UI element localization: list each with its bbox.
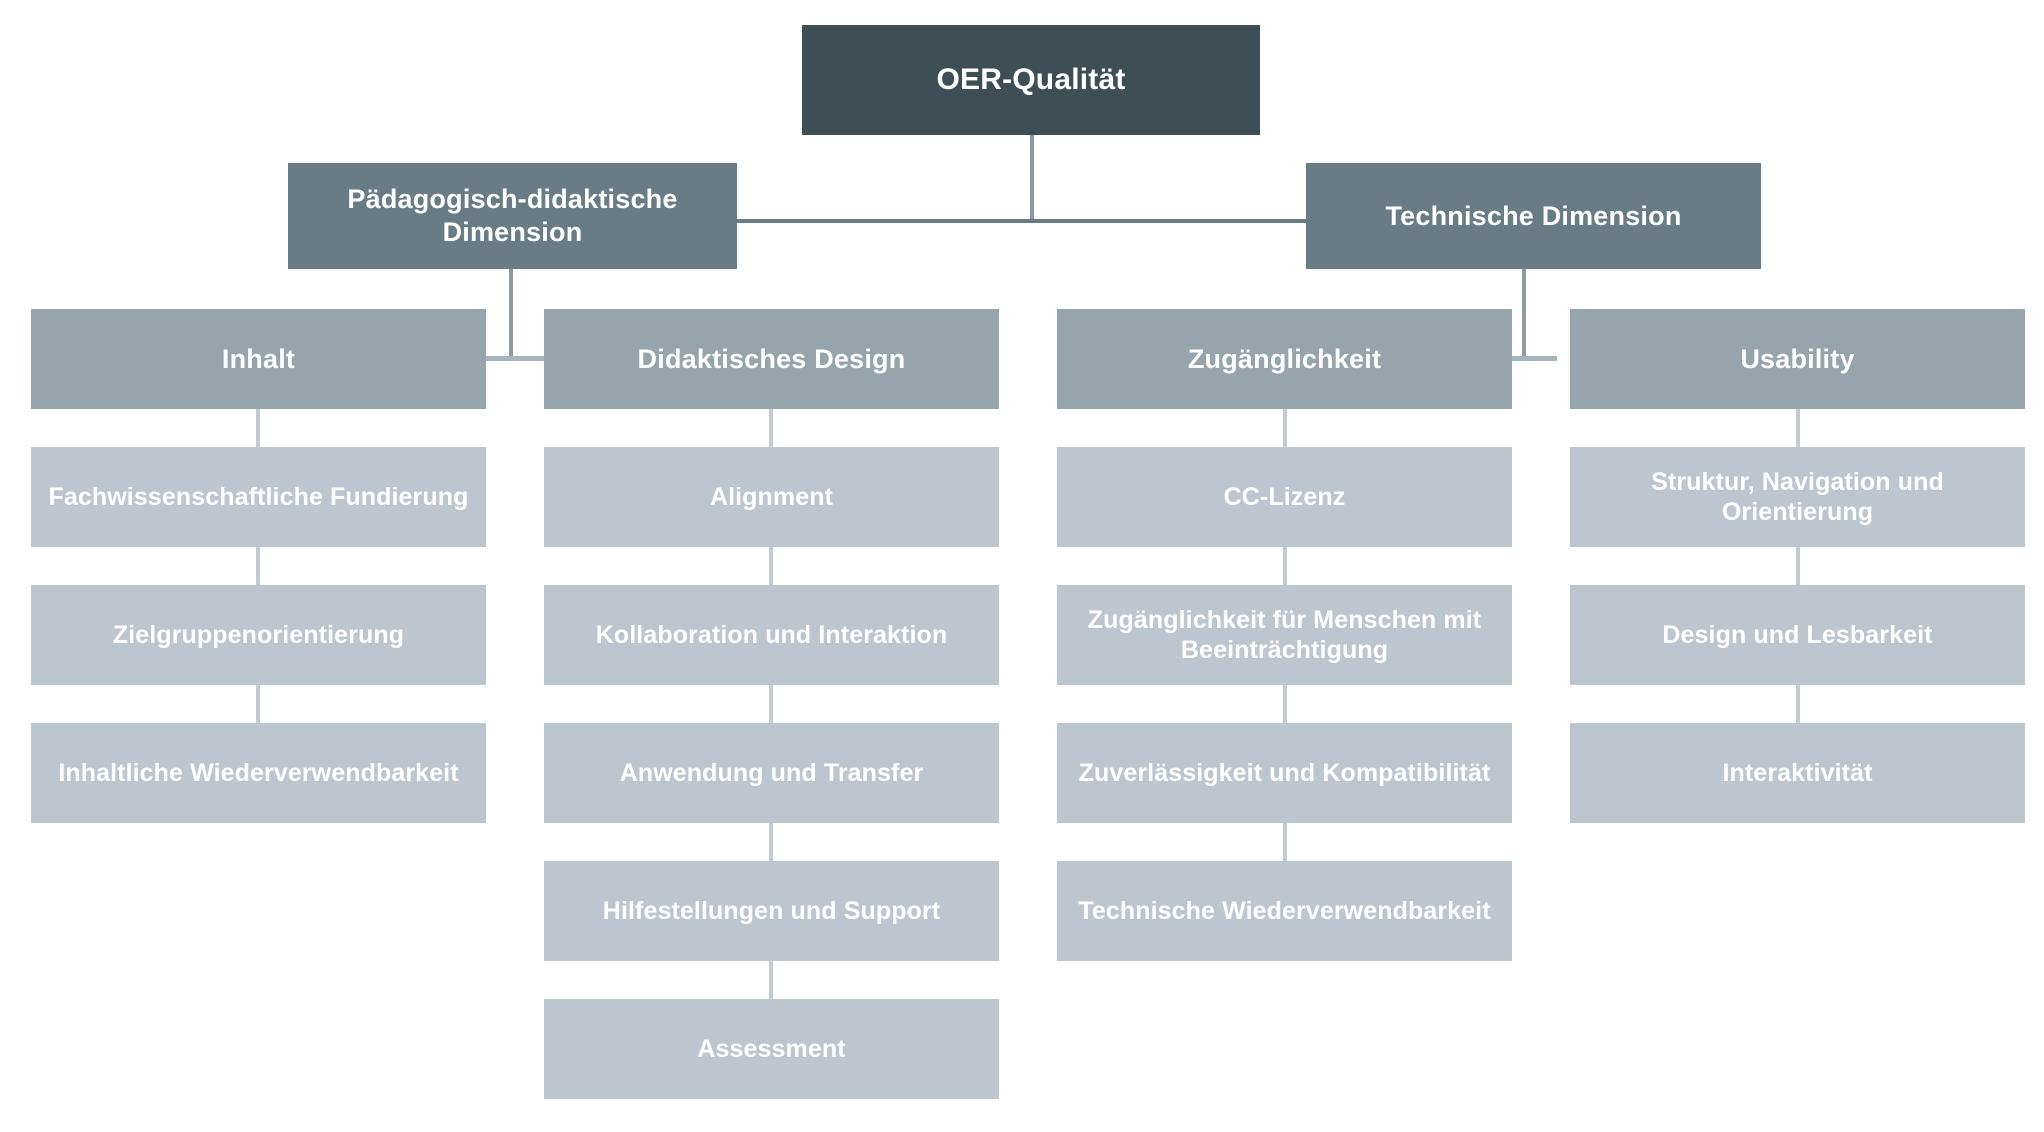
node-label: Anwendung und Transfer <box>619 758 924 787</box>
connector-zugaenglichkeit-3 <box>1283 684 1287 724</box>
node-label: Zielgruppenorientierung <box>112 620 405 649</box>
node-leaf-assessment[interactable]: Assessment <box>544 999 999 1099</box>
connector-root-down <box>1030 134 1034 222</box>
connector-didaktisches-design-4 <box>769 822 773 862</box>
node-label: Alignment <box>709 482 834 511</box>
node-label: Technische Dimension <box>1385 200 1682 231</box>
node-category-didaktisches-design[interactable]: Didaktisches Design <box>544 309 999 409</box>
node-leaf-hilfestellungen-und-support[interactable]: Hilfestellungen und Support <box>544 861 999 961</box>
node-leaf-cc-lizenz[interactable]: CC-Lizenz <box>1057 447 1512 547</box>
node-label: Design und Lesbarkeit <box>1662 620 1933 649</box>
node-leaf-technische-wiederverwendbarkeit[interactable]: Technische Wiederverwendbarkeit <box>1057 861 1512 961</box>
node-label: CC-Lizenz <box>1223 482 1346 511</box>
node-leaf-design-und-lesbarkeit[interactable]: Design und Lesbarkeit <box>1570 585 2025 685</box>
node-label: Inhaltliche Wiederverwendbarkeit <box>58 758 459 787</box>
node-label: OER-Qualität <box>936 62 1126 96</box>
node-leaf-anwendung-und-transfer[interactable]: Anwendung und Transfer <box>544 723 999 823</box>
node-dimension-technisch[interactable]: Technische Dimension <box>1306 163 1761 269</box>
connector-didaktisches-design-5 <box>769 960 773 1000</box>
node-leaf-struktur-navigation-und-orientierung[interactable]: Struktur, Navigation und Orientierung <box>1570 447 2025 547</box>
node-leaf-zielgruppenorientierung[interactable]: Zielgruppenorientierung <box>31 585 486 685</box>
connector-zugaenglichkeit-2 <box>1283 546 1287 586</box>
connector-dimension-bus <box>736 219 1306 223</box>
node-label: Fachwissenschaftliche Fundierung <box>48 482 469 511</box>
node-label: Inhalt <box>221 343 296 374</box>
node-label: Assessment <box>697 1034 846 1063</box>
connector-zugaenglichkeit-1 <box>1283 408 1287 448</box>
node-label: Zugänglichkeit für Menschen mit Beeinträ… <box>1087 605 1482 665</box>
node-label: Didaktisches Design <box>637 343 906 374</box>
connector-usability-3 <box>1796 684 1800 724</box>
node-category-zugaenglichkeit[interactable]: Zugänglichkeit <box>1057 309 1512 409</box>
connector-left-dimension-down <box>509 268 513 360</box>
node-label: Zugänglichkeit <box>1187 343 1382 374</box>
node-label: Zuverlässigkeit und Kompatibilität <box>1078 758 1491 787</box>
connector-didaktisches-design-1 <box>769 408 773 448</box>
node-category-usability[interactable]: Usability <box>1570 309 2025 409</box>
node-label: Interaktivität <box>1722 758 1873 787</box>
node-leaf-inhaltliche-wiederverwendbarkeit[interactable]: Inhaltliche Wiederverwendbarkeit <box>31 723 486 823</box>
connector-zugaenglichkeit-4 <box>1283 822 1287 862</box>
connector-inhalt-3 <box>256 684 260 724</box>
connector-didaktisches-design-3 <box>769 684 773 724</box>
connector-inhalt-2 <box>256 546 260 586</box>
node-category-inhalt[interactable]: Inhalt <box>31 309 486 409</box>
node-leaf-interaktivitaet[interactable]: Interaktivität <box>1570 723 2025 823</box>
node-root-oer-qualitaet[interactable]: OER-Qualität <box>802 25 1260 135</box>
node-label: Struktur, Navigation und Orientierung <box>1651 467 1944 527</box>
node-leaf-zugaenglichkeit-fuer-menschen-mit-beeintraechtigung[interactable]: Zugänglichkeit für Menschen mit Beeinträ… <box>1057 585 1512 685</box>
node-leaf-alignment[interactable]: Alignment <box>544 447 999 547</box>
connector-right-category-bus <box>1499 356 1557 361</box>
node-label: Usability <box>1740 343 1855 374</box>
node-label: Pädagogisch-didaktische Dimension <box>347 184 678 247</box>
node-label: Technische Wiederverwendbarkeit <box>1078 896 1491 925</box>
connector-inhalt-1 <box>256 408 260 448</box>
node-dimension-paedagogisch-didaktisch[interactable]: Pädagogisch-didaktische Dimension <box>288 163 737 269</box>
node-leaf-zuverlaessigkeit-und-kompatibilitaet[interactable]: Zuverlässigkeit und Kompatibilität <box>1057 723 1512 823</box>
node-leaf-kollaboration-und-interaktion[interactable]: Kollaboration und Interaktion <box>544 585 999 685</box>
node-label: Kollaboration und Interaktion <box>595 620 948 649</box>
connector-left-category-bus <box>486 356 544 361</box>
connector-usability-2 <box>1796 546 1800 586</box>
node-leaf-fachwissenschaftliche-fundierung[interactable]: Fachwissenschaftliche Fundierung <box>31 447 486 547</box>
connector-right-dimension-down <box>1522 268 1526 360</box>
node-label: Hilfestellungen und Support <box>602 896 941 925</box>
connector-usability-1 <box>1796 408 1800 448</box>
connector-didaktisches-design-2 <box>769 546 773 586</box>
